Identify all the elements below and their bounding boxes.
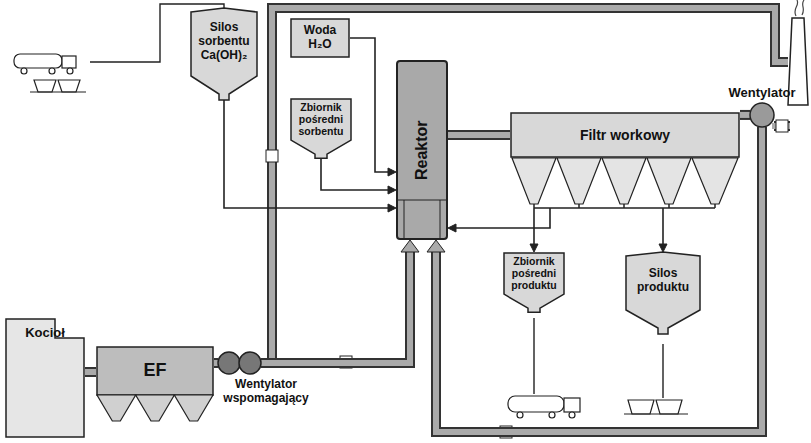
node-label: Filtr workowy (513, 127, 737, 143)
duct-fill (261, 251, 410, 363)
booster-fan: Wentylator wspomagający (216, 350, 316, 406)
feed-line (530, 208, 538, 252)
arrow-heads (401, 240, 419, 252)
label-text: Wentylator (719, 86, 805, 101)
arrow-heads (448, 224, 456, 232)
bypass-duct-outline (272, 8, 788, 362)
damper (266, 150, 278, 162)
flue-duct (85, 372, 96, 373)
collector-line (534, 204, 715, 208)
feed-line (659, 208, 667, 252)
sorbent-bin: Zbiornik pośredni sorbentu (290, 98, 352, 158)
reactor-column: Reaktor (396, 60, 448, 240)
feed-line (224, 100, 396, 212)
line-path (455, 208, 550, 228)
line-path (224, 100, 389, 208)
duct-fill (448, 132, 510, 138)
duct-outline (448, 130, 510, 140)
label-text: Silos produktu (628, 267, 698, 295)
line-path (321, 158, 389, 190)
arrow-heads (388, 186, 396, 194)
arrow-heads (659, 244, 667, 252)
node-shape (96, 346, 214, 422)
label-text: Zbiornik pośredni sorbentu (293, 101, 349, 137)
node-label: Kocioł (8, 326, 82, 341)
arrow-head (388, 186, 396, 194)
arrow-head (388, 168, 396, 176)
node-label: Silos produktu (628, 267, 698, 295)
node-label: Reaktor (413, 60, 431, 240)
arrow-heads (388, 204, 396, 212)
duct-outline (740, 110, 750, 120)
unloading-line (534, 318, 663, 398)
smoke (795, 0, 804, 16)
duct-fill (740, 112, 750, 118)
label-text: Zbiornik pośredni produktu (506, 255, 562, 291)
arrow-heads (388, 168, 396, 176)
arrow-head (427, 240, 445, 252)
arrow-head (659, 244, 667, 252)
filter-hoppers (512, 158, 738, 204)
node-label: Zbiornik pośredni sorbentu (293, 101, 349, 137)
arrow-heads (427, 240, 445, 252)
duct-outline (85, 367, 96, 377)
node-label: Wentylator wspomagający (219, 378, 313, 406)
label-text: Kocioł (8, 326, 82, 341)
outlet-duct-outline (774, 121, 790, 131)
electrostatic-filter: EF (96, 346, 214, 422)
flue-duct (740, 114, 750, 115)
sorbent-silo: Silos sorbentu Ca(OH)₂ (190, 8, 258, 100)
label-text: Wentylator wspomagający (219, 378, 313, 406)
node-label: Woda H₂O (293, 24, 347, 52)
water-tank: Woda H₂O (290, 18, 350, 58)
node-label: Silos sorbentu Ca(OH)₂ (193, 21, 255, 62)
damper (776, 120, 788, 132)
node-label: Zbiornik pośredni produktu (506, 255, 562, 291)
feed-line (321, 158, 396, 194)
product-trucks (508, 396, 688, 418)
duct-fill (436, 127, 762, 432)
duct-outline (261, 251, 410, 363)
label-text: EF (99, 360, 211, 381)
product-silo: Silos produktu (625, 252, 701, 334)
main-fan: Wentylator (716, 86, 808, 129)
flue-duct (427, 127, 762, 432)
arrow-head (401, 240, 419, 252)
boiler: Kocioł (5, 318, 85, 438)
bag-filter: Filtr workowy (510, 112, 740, 158)
arrow-head (530, 244, 538, 252)
product-bin: Zbiornik pośredni produktu (503, 252, 565, 312)
duct-outline (436, 127, 762, 432)
arrow-head (448, 224, 456, 232)
flue-duct (448, 135, 510, 136)
node-label: EF (99, 360, 211, 381)
node-label: Wentylator (719, 86, 805, 101)
label-text: Woda H₂O (293, 24, 347, 52)
duct-fill (85, 369, 96, 375)
label-text: Silos sorbentu Ca(OH)₂ (193, 21, 255, 62)
line-path (350, 38, 389, 172)
line-path (662, 208, 664, 245)
flue-duct (261, 240, 419, 363)
feed-line (350, 38, 396, 176)
line-path (533, 208, 535, 245)
label-text: Filtr workowy (513, 127, 737, 143)
delivery-trucks (14, 54, 86, 92)
arrow-heads (530, 244, 538, 252)
label-text: Reaktor (413, 60, 431, 240)
bypass-duct (272, 8, 788, 362)
arrow-head (388, 204, 396, 212)
